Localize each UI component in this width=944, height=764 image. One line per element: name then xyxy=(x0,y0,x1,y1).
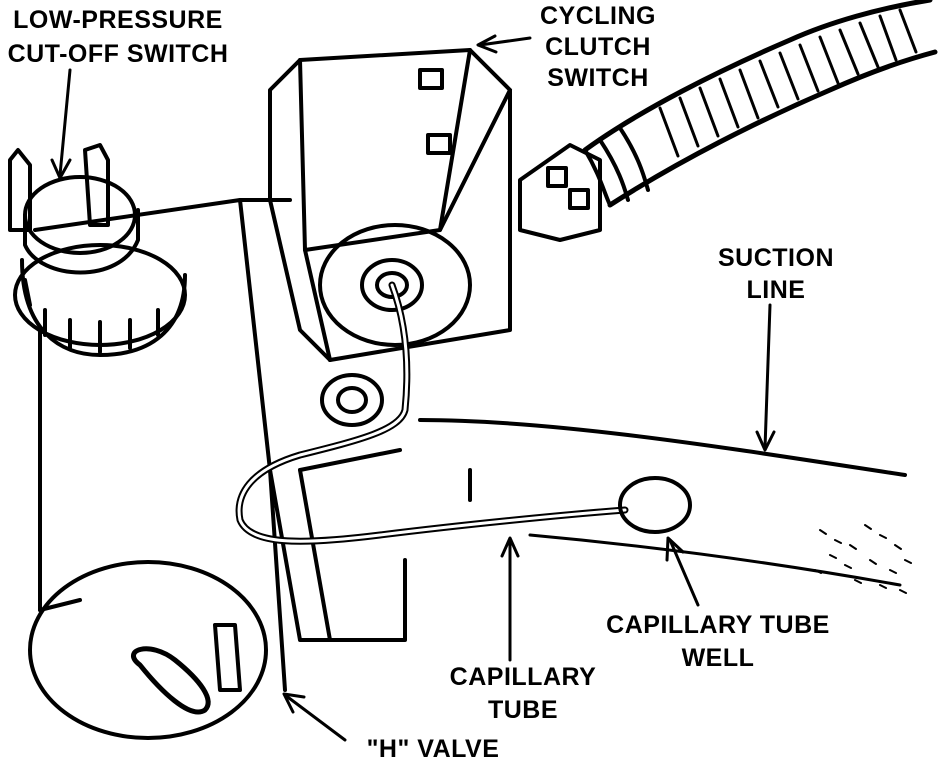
leader-lines xyxy=(50,34,776,742)
leader-low-pressure xyxy=(58,68,72,177)
leader-suction-line xyxy=(763,303,772,450)
label-cycling-3: SWITCH xyxy=(547,64,649,92)
label-h-valve: "H" VALVE xyxy=(367,735,500,763)
label-suction-1: SUCTION xyxy=(718,244,834,272)
capillary-tube-drawing xyxy=(235,281,692,545)
label-well-2: WELL xyxy=(682,644,755,672)
cycling-clutch-switch-drawing xyxy=(268,48,602,362)
leader-h-valve xyxy=(283,693,347,742)
suction-line-shading xyxy=(814,524,912,594)
label-low-pressure-1: LOW-PRESSURE xyxy=(13,6,223,34)
label-low-pressure-2: CUT-OFF SWITCH xyxy=(8,40,229,68)
suction-hose-drawing xyxy=(582,0,938,208)
label-cycling-1: CYCLING xyxy=(540,2,656,30)
leader-cycling-clutch xyxy=(478,36,532,47)
label-cycling-2: CLUTCH xyxy=(545,33,651,61)
label-suction-2: LINE xyxy=(747,276,806,304)
label-capillary-tube-2: TUBE xyxy=(488,696,558,724)
h-valve-plate-drawing xyxy=(28,560,268,740)
low-pressure-switch-drawing xyxy=(8,143,187,357)
label-well-1: CAPILLARY TUBE xyxy=(606,611,830,639)
leader-well xyxy=(668,538,700,607)
label-capillary-tube-1: CAPILLARY xyxy=(450,663,597,691)
